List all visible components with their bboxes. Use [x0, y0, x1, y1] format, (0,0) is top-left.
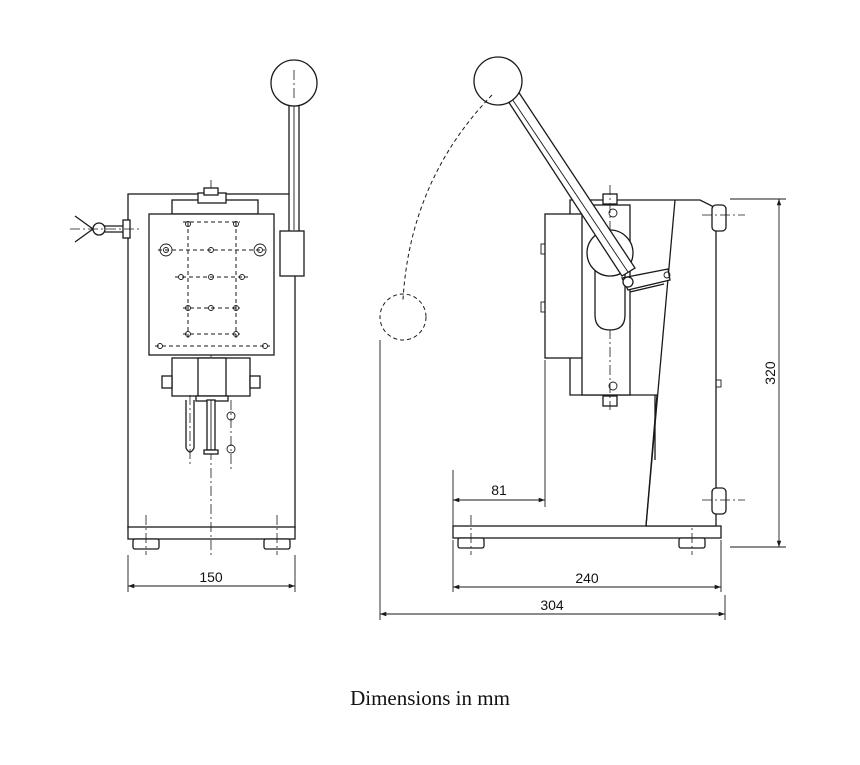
front-view — [70, 59, 318, 555]
dim-label-81: 81 — [491, 482, 507, 498]
dim-label-304: 304 — [540, 597, 564, 613]
dim-label-150: 150 — [199, 569, 223, 585]
dim-label-240: 240 — [575, 570, 599, 586]
dim-label-320: 320 — [762, 361, 778, 385]
dimension-lines — [127, 198, 786, 620]
caption: Dimensions in mm — [350, 686, 510, 710]
side-view — [379, 56, 745, 555]
